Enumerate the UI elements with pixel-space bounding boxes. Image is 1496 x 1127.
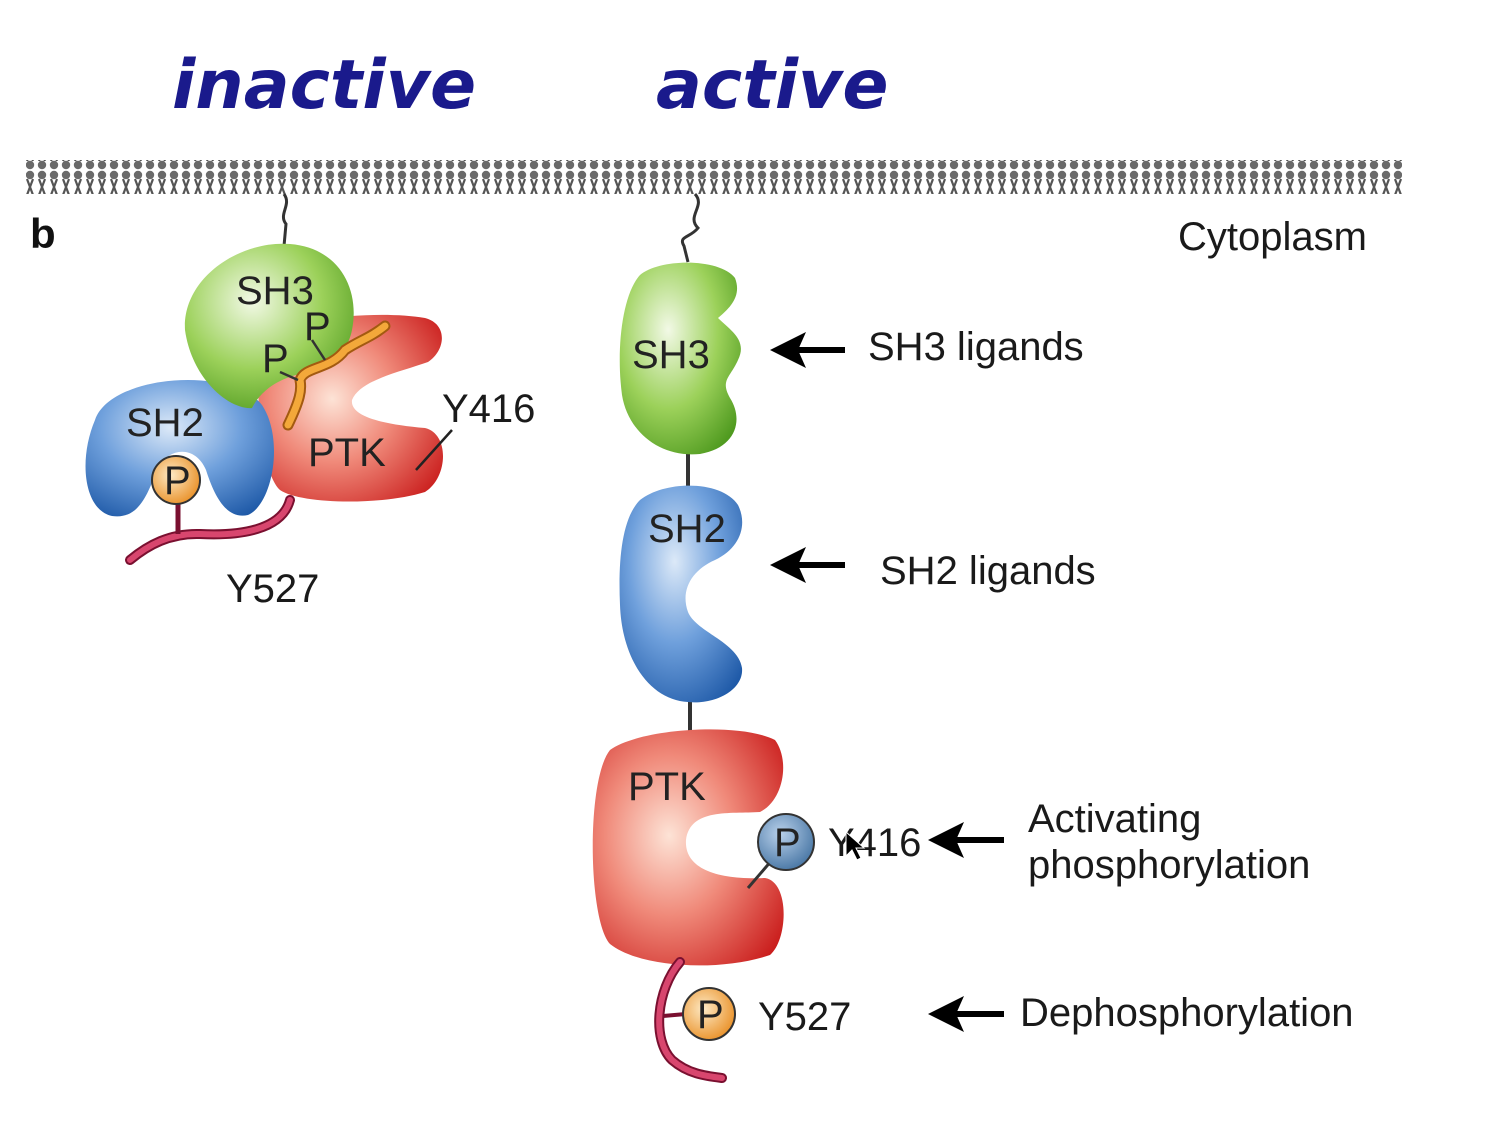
- active-sh3-label: SH3: [632, 333, 710, 377]
- inactive-sh2-label: SH2: [126, 401, 204, 445]
- cursor-icon: [845, 830, 866, 861]
- sh2-ligands-label: SH2 ligands: [880, 549, 1096, 593]
- activating-label-line2: phosphorylation: [1028, 843, 1310, 887]
- active-src: SH3 SH2 PTK P Y416 P Y527: [592, 192, 921, 1083]
- active-py416-circle: [757, 813, 815, 871]
- plasma-membrane: [26, 160, 1402, 194]
- active-y527-label: Y527: [758, 995, 851, 1039]
- active-y416-p-label: P: [774, 821, 801, 865]
- active-sh2-domain: [619, 485, 743, 703]
- left-arrow-icon: [770, 547, 845, 583]
- inactive-ligand-p-2: P: [262, 337, 289, 381]
- active-heading: active: [656, 46, 888, 125]
- active-membrane-anchor: [681, 192, 701, 263]
- inactive-sh3-ligand-linker: [284, 322, 389, 429]
- inactive-c-terminal-tail: [127, 497, 293, 563]
- active-py527-circle: [682, 987, 736, 1041]
- inactive-sh3-label: SH3: [236, 269, 314, 313]
- inactive-membrane-anchor: [281, 193, 289, 247]
- inactive-y416-label: Y416: [442, 387, 535, 431]
- cytoplasm-label: Cytoplasm: [1178, 215, 1367, 259]
- left-arrow-icon: [928, 996, 1004, 1032]
- active-sh2-label: SH2: [648, 507, 726, 551]
- inactive-py527-circle: [151, 455, 201, 505]
- inactive-src: SH3 P P SH2 PTK Y416 P Y527: [85, 193, 535, 611]
- inactive-sh2-p-label: P: [164, 459, 191, 503]
- inactive-ptk-label: PTK: [308, 431, 386, 475]
- inactive-y527-label: Y527: [226, 567, 319, 611]
- active-sh3-domain: [619, 262, 741, 455]
- left-arrow-icon: [928, 822, 1004, 858]
- inactive-y416-pointer: [415, 429, 453, 471]
- activating-label-line1: Activating: [1028, 797, 1201, 841]
- dephosphorylation-label: Dephosphorylation: [1020, 991, 1354, 1035]
- active-y527-p-label: P: [697, 993, 724, 1037]
- inactive-heading: inactive: [172, 46, 476, 125]
- panel-label: b: [30, 210, 56, 257]
- active-y416-label: Y416: [828, 821, 921, 865]
- left-arrow-icon: [770, 332, 845, 368]
- inactive-ligand-p-1: P: [304, 305, 331, 349]
- annotations: SH3 ligands SH2 ligands Activating phosp…: [770, 325, 1354, 1035]
- active-c-terminal-tail: [656, 959, 725, 1081]
- active-ptk-domain: [592, 729, 784, 966]
- active-ptk-label: PTK: [628, 765, 706, 809]
- inactive-sh2-domain: [85, 379, 275, 517]
- sh3-ligands-label: SH3 ligands: [868, 325, 1084, 369]
